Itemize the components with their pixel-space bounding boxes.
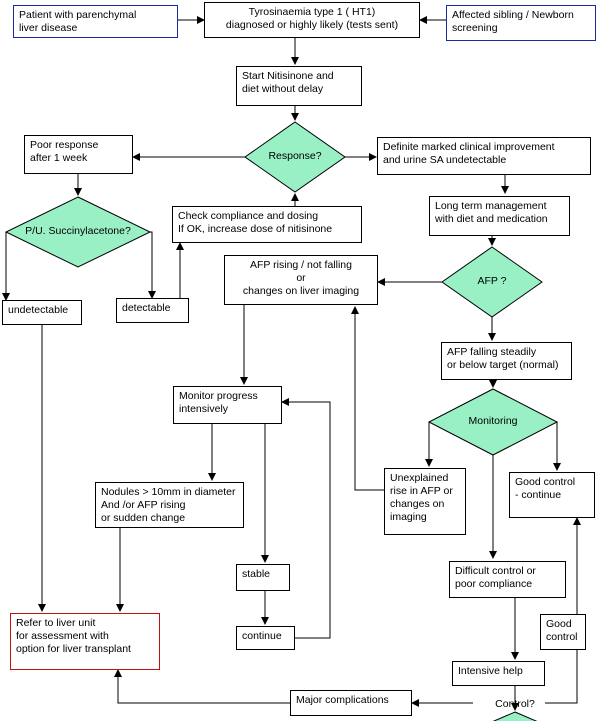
- control-label: Control?: [495, 698, 535, 710]
- unexplained-rise-box: Unexplained rise in AFP or changes on im…: [384, 468, 466, 535]
- response-label: Response?: [268, 150, 322, 162]
- stable-box: stable: [236, 564, 290, 591]
- difficult-control-box: Difficult control or poor compliance: [449, 561, 566, 598]
- intensive-help-box: Intensive help: [452, 661, 545, 686]
- check-compliance-box: Check compliance and dosing If OK, incre…: [172, 206, 362, 243]
- good-control-box: Good control: [540, 614, 586, 650]
- diagnosis-box: Tyrosinaemia type 1 ( HT1) diagnosed or …: [204, 2, 420, 38]
- start-nitisinone-box: Start Nitisinone and diet without delay: [236, 66, 362, 106]
- long-term-management-box: Long term management with diet and medic…: [429, 196, 570, 236]
- poor-response-box: Poor response after 1 week: [24, 135, 133, 174]
- detectable-box: detectable: [116, 298, 189, 323]
- afp-label: AFP ?: [477, 275, 507, 287]
- arrow-continue-to-monitor: [281, 398, 331, 639]
- arrow-control-to-goodcontrol: [545, 517, 581, 704]
- control-diamond: [492, 711, 538, 721]
- clinical-improvement-box: Definite marked clinical improvement and…: [377, 137, 591, 175]
- nodules-box: Nodules > 10mm in diameter And /or AFP r…: [95, 482, 244, 528]
- afp-falling-box: AFP falling steadily or below target (no…: [441, 342, 572, 380]
- good-control-continue-box: Good control - continue: [509, 472, 595, 518]
- arrow-major-to-refer: [114, 669, 290, 704]
- response-diamond: [244, 121, 346, 193]
- undetectable-box: undetectable: [2, 300, 82, 325]
- patient-liver-disease-box: Patient with parenchymal liver disease: [13, 5, 178, 38]
- refer-liver-unit-box: Refer to liver unit for assessment with …: [10, 613, 160, 670]
- monitoring-label: Monitoring: [468, 415, 518, 427]
- monitor-progress-box: Monitor progress intensively: [173, 386, 282, 424]
- sibling-screening-box: Affected sibling / Newborn screening: [446, 5, 596, 41]
- succinylacetone-label: P/U. Succinylacetone?: [25, 225, 131, 237]
- succinylacetone-diamond: [4, 196, 152, 268]
- afp-rising-box: AFP rising / not falling or changes on l…: [224, 255, 378, 305]
- arrow-unexplained-to-rising: [351, 306, 384, 491]
- continue-box: continue: [236, 626, 295, 650]
- arrow-succinyl-to-detectable: [148, 231, 156, 299]
- major-complications-box: Major complications: [290, 690, 412, 716]
